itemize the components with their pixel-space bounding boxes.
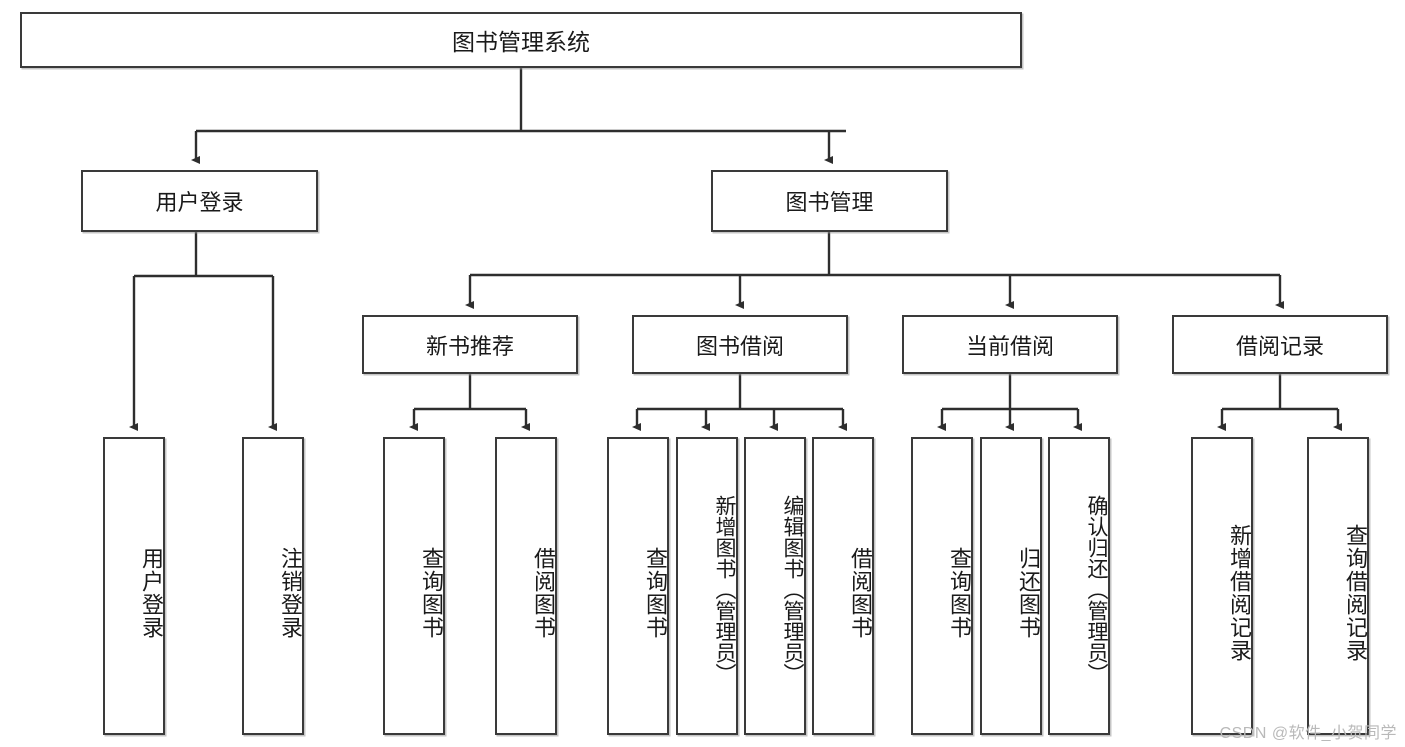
node-book-borrow[interactable]: 图书借阅 bbox=[632, 315, 848, 374]
node-label: 新书推荐 bbox=[425, 333, 514, 359]
node-label: 图书管理系统 bbox=[452, 29, 590, 55]
leaf-borrow-borrow-book[interactable]: 借阅图书 bbox=[812, 437, 874, 735]
node-label: 当前借阅 bbox=[965, 333, 1054, 359]
node-label: 查询借阅记录 bbox=[1343, 524, 1368, 662]
node-label: 用户登录 bbox=[139, 547, 164, 639]
leaf-record-query-borrow-record[interactable]: 查询借阅记录 bbox=[1307, 437, 1369, 735]
node-label: 新增借阅记录 bbox=[1227, 524, 1252, 662]
node-label: 查询图书 bbox=[643, 547, 668, 639]
node-label: 用户登录 bbox=[155, 190, 244, 215]
leaf-borrow-query-book[interactable]: 查询图书 bbox=[607, 437, 669, 735]
node-label: 注销登录 bbox=[278, 547, 303, 639]
node-user-login[interactable]: 用户登录 bbox=[81, 170, 318, 232]
node-label: 借阅图书 bbox=[848, 547, 873, 639]
node-label: 新增图书（管理员） bbox=[713, 494, 736, 684]
leaf-newbook-borrow-book[interactable]: 借阅图书 bbox=[495, 437, 557, 735]
leaf-logout-login[interactable]: 注销登录 bbox=[242, 437, 304, 735]
node-new-book-recommend[interactable]: 新书推荐 bbox=[362, 315, 578, 374]
leaf-current-confirm-return-admin[interactable]: 确认归还（管理员） bbox=[1048, 437, 1110, 735]
node-label: 查询图书 bbox=[419, 547, 444, 639]
leaf-newbook-query-book[interactable]: 查询图书 bbox=[383, 437, 445, 735]
node-borrow-record[interactable]: 借阅记录 bbox=[1172, 315, 1388, 374]
node-label: 查询图书 bbox=[947, 547, 972, 639]
node-label: 确认归还（管理员） bbox=[1085, 494, 1108, 684]
node-current-borrow[interactable]: 当前借阅 bbox=[902, 315, 1118, 374]
node-label: 图书管理 bbox=[785, 190, 874, 215]
leaf-record-add-borrow-record[interactable]: 新增借阅记录 bbox=[1191, 437, 1253, 735]
leaf-borrow-add-book-admin[interactable]: 新增图书（管理员） bbox=[676, 437, 738, 735]
node-label: 借阅记录 bbox=[1235, 333, 1324, 359]
leaf-user-login[interactable]: 用户登录 bbox=[103, 437, 165, 735]
leaf-current-return-book[interactable]: 归还图书 bbox=[980, 437, 1042, 735]
node-book-management[interactable]: 图书管理 bbox=[711, 170, 948, 232]
node-root-library-system[interactable]: 图书管理系统 bbox=[20, 12, 1022, 68]
node-label: 编辑图书（管理员） bbox=[781, 494, 804, 684]
node-label: 图书借阅 bbox=[695, 333, 784, 359]
leaf-borrow-edit-book-admin[interactable]: 编辑图书（管理员） bbox=[744, 437, 806, 735]
leaf-current-query-book[interactable]: 查询图书 bbox=[911, 437, 973, 735]
watermark: CSDN @软件_小贺同学 bbox=[1219, 725, 1397, 742]
node-label: 归还图书 bbox=[1016, 547, 1041, 639]
node-label: 借阅图书 bbox=[531, 547, 556, 639]
